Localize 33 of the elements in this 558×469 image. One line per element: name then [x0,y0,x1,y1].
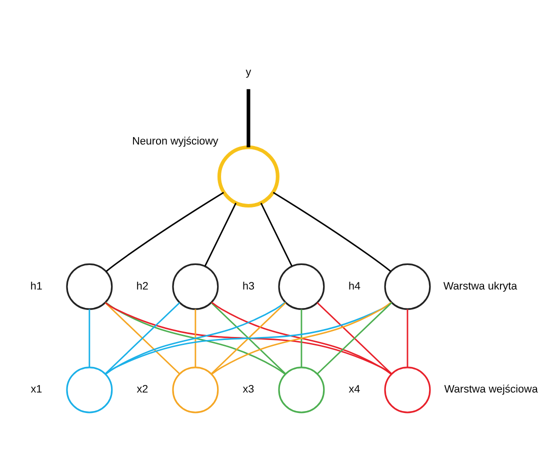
node-circle [278,263,325,310]
node-label: h4 [348,280,360,292]
label: Warstwa wejściowa [444,384,538,396]
connector [104,302,392,374]
node-label: h3 [242,280,254,292]
connector [272,192,392,272]
node-circle [172,366,219,414]
connector [406,309,408,368]
node-label: x2 [136,384,148,396]
node-circle [66,366,113,414]
node-label: x1 [30,384,42,396]
connector [194,309,196,368]
connector [260,202,292,266]
node-circle [384,366,431,414]
connector [204,202,237,266]
connector [246,89,250,148]
node-label: h2 [136,280,148,292]
node-circle [66,263,113,310]
connector [106,192,224,272]
connector [105,302,286,375]
node-label: x3 [242,384,254,396]
node-label: h1 [30,280,42,292]
label: Warstwa ukryta [443,280,518,292]
node-circle [278,366,325,414]
node-circle [172,263,219,310]
node-text: y [246,66,252,79]
connector [211,302,392,375]
node-circle [217,146,280,208]
node-label: x4 [348,384,360,396]
node-circle [384,263,431,310]
connector [300,309,302,368]
connector [88,309,90,368]
node-label: Neuron wyjściowy [132,135,218,148]
